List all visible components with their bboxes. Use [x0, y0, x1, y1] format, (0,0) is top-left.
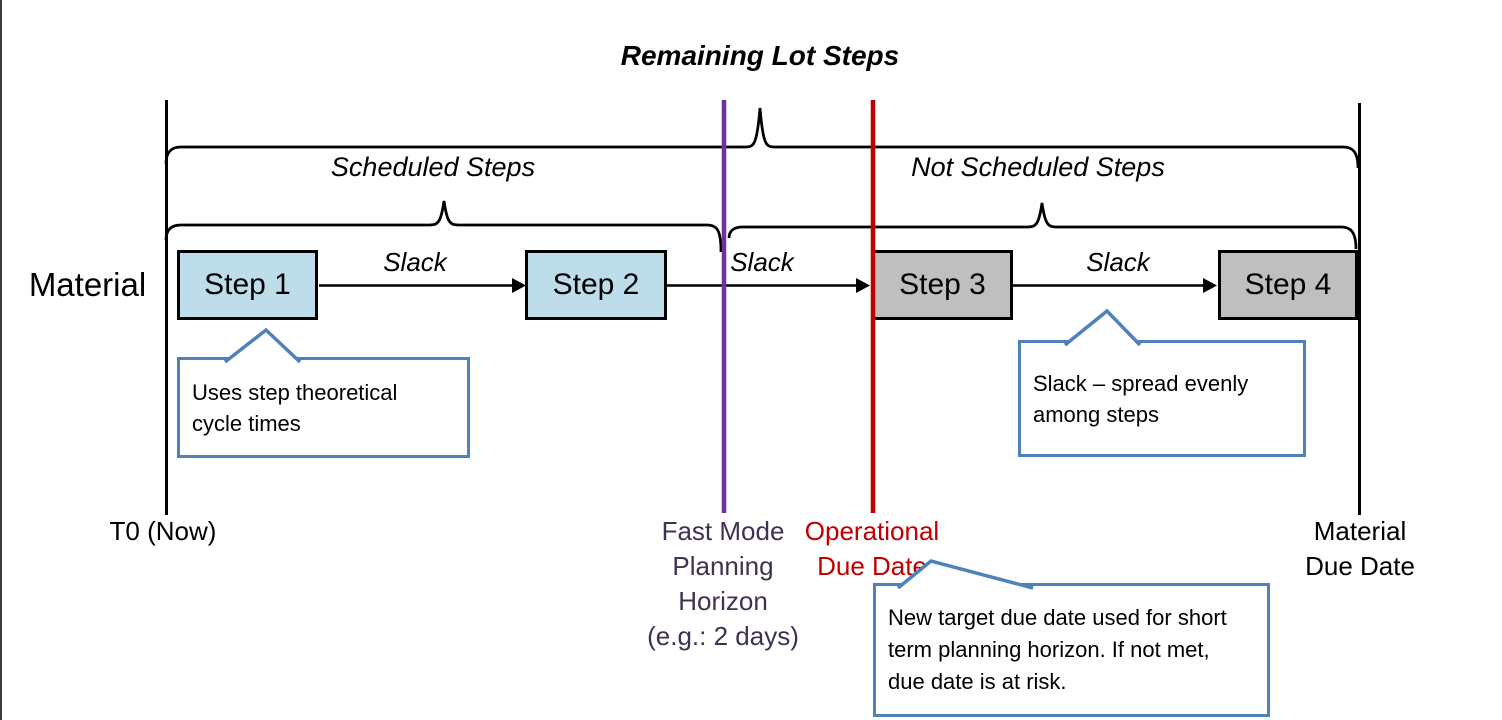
- fast-mode-line-4: (e.g.: 2 days): [647, 621, 799, 651]
- material-due-date-label: Material Due Date: [1285, 514, 1435, 584]
- step-2-box: Step 2: [525, 250, 667, 320]
- callout-2-line-1: Slack – spread evenly: [1033, 370, 1249, 396]
- step-2-label: Step 2: [552, 268, 640, 301]
- step-4-box: Step 4: [1218, 250, 1358, 320]
- callout-2-line-2: among steps: [1033, 401, 1159, 427]
- t0-now-label: T0 (Now): [109, 516, 217, 546]
- step-3-label: Step 3: [899, 268, 986, 301]
- material-due-line-1: Material: [1313, 516, 1407, 546]
- slack-label-2: Slack: [730, 247, 794, 277]
- slack-label-3: Slack: [1086, 247, 1150, 277]
- arrowhead-step3-step4: [1203, 278, 1217, 293]
- step-1-box: Step 1: [177, 250, 318, 320]
- not-scheduled-steps-label: Not Scheduled Steps: [911, 152, 1165, 182]
- callout-3-line-3: due date is at risk.: [888, 669, 1067, 694]
- material-due-line-2: Due Date: [1305, 551, 1415, 581]
- callout-slack-spread: Slack – spread evenly among steps: [1018, 340, 1306, 457]
- step-3-box: Step 3: [872, 250, 1013, 320]
- callout-cycle-times: Uses step theoretical cycle times: [177, 357, 470, 458]
- step-1-label: Step 1: [204, 268, 291, 301]
- operational-due-date-label: Operational Due Date: [782, 514, 962, 584]
- operational-line-1: Operational: [804, 516, 940, 546]
- fast-mode-horizon-label: Fast Mode Planning Horizon (e.g.: 2 days…: [623, 514, 823, 654]
- step-4-label: Step 4: [1244, 268, 1332, 301]
- callout-1-line-1: Uses step theoretical: [192, 379, 398, 405]
- diagram-title: Remaining Lot Steps: [620, 40, 900, 71]
- callout-1-line-2: cycle times: [192, 410, 301, 436]
- callout-3-line-2: term planning horizon. If not met,: [888, 637, 1210, 662]
- material-lane-label: Material: [28, 266, 147, 303]
- fast-mode-line-3: Horizon: [678, 586, 768, 616]
- callout-new-target-due-date: New target due date used for short term …: [873, 583, 1270, 717]
- scheduled-steps-label: Scheduled Steps: [330, 152, 536, 182]
- arrowhead-step2-step3: [856, 278, 870, 293]
- slack-label-1: Slack: [383, 247, 447, 277]
- operational-line-2: Due Date: [817, 551, 927, 581]
- fast-mode-line-2: Planning: [672, 551, 774, 581]
- arrowhead-step1-step2: [512, 278, 526, 293]
- slide-left-edge-line: [0, 0, 2, 720]
- fast-mode-line-1: Fast Mode: [661, 516, 785, 546]
- not-scheduled-steps-brace: [727, 202, 1358, 250]
- callout-3-line-1: New target due date used for short: [888, 605, 1227, 630]
- scheduled-steps-brace: [164, 200, 723, 253]
